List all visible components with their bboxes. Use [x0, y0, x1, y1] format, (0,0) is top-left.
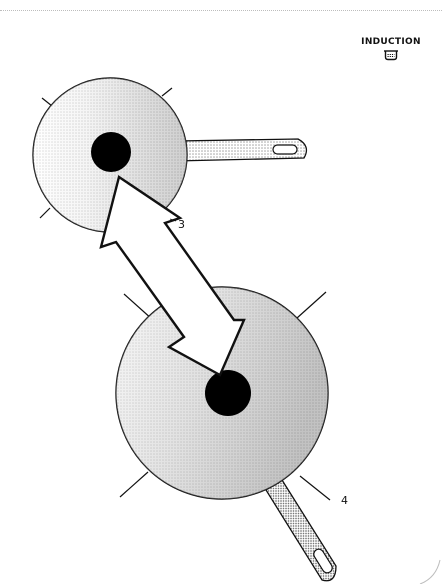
large-pan-handle: [266, 480, 336, 581]
small-pan-burner-dot: [91, 132, 131, 172]
callout-large-pan: 4: [341, 494, 348, 507]
small-pan-handle: [176, 139, 306, 161]
page-corner-curl: [420, 560, 440, 584]
double-arrow: [101, 177, 244, 375]
large-pan-burner-dot: [205, 370, 251, 416]
callout-small-pan: 3: [178, 218, 185, 231]
